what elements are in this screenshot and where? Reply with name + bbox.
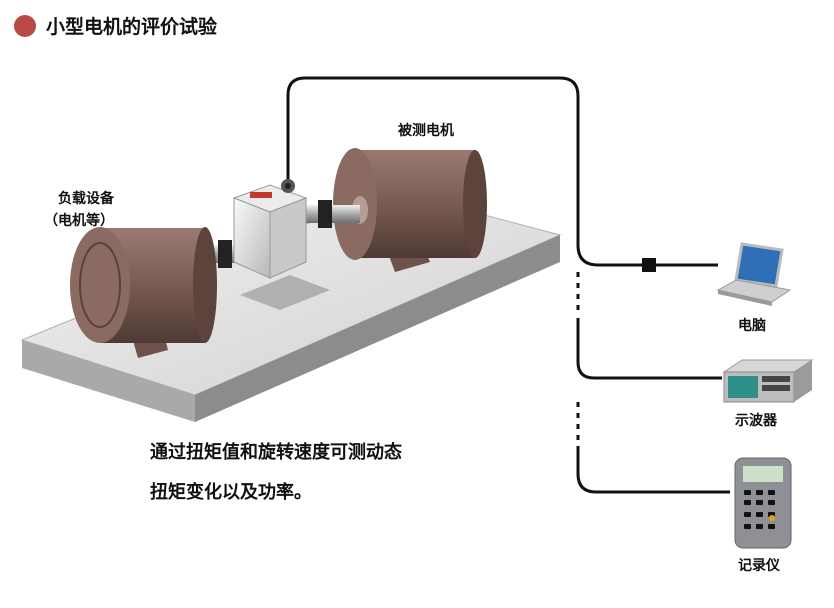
oscilloscope-icon	[722, 359, 814, 403]
load-device-sub-label: （电机等）	[44, 213, 114, 229]
recorder-icon	[734, 457, 792, 549]
computer-label: 电脑	[738, 318, 766, 334]
torque-sensor-icon	[232, 179, 308, 279]
laptop-icon	[716, 242, 792, 306]
title-text: 小型电机的评价试验	[46, 16, 218, 38]
oscilloscope-label: 示波器	[735, 413, 777, 429]
motor-under-test	[333, 148, 487, 272]
recorder-label: 记录仪	[738, 558, 780, 574]
right-shaft-coupling	[305, 200, 360, 228]
load-device-label: 负载设备	[58, 191, 114, 207]
title-bullet-icon	[14, 14, 36, 37]
page-title: 小型电机的评价试验	[14, 12, 217, 39]
branch-cables	[576, 272, 730, 494]
description-line-1: 通过扭矩值和旋转速度可测动态	[150, 442, 402, 463]
cable-connector-icon	[642, 258, 656, 272]
motor-under-test-label: 被测电机	[398, 123, 454, 139]
load-device-motor	[70, 227, 217, 358]
signal-cable	[286, 76, 718, 267]
description-line-2: 扭矩变化以及功率。	[150, 482, 312, 503]
